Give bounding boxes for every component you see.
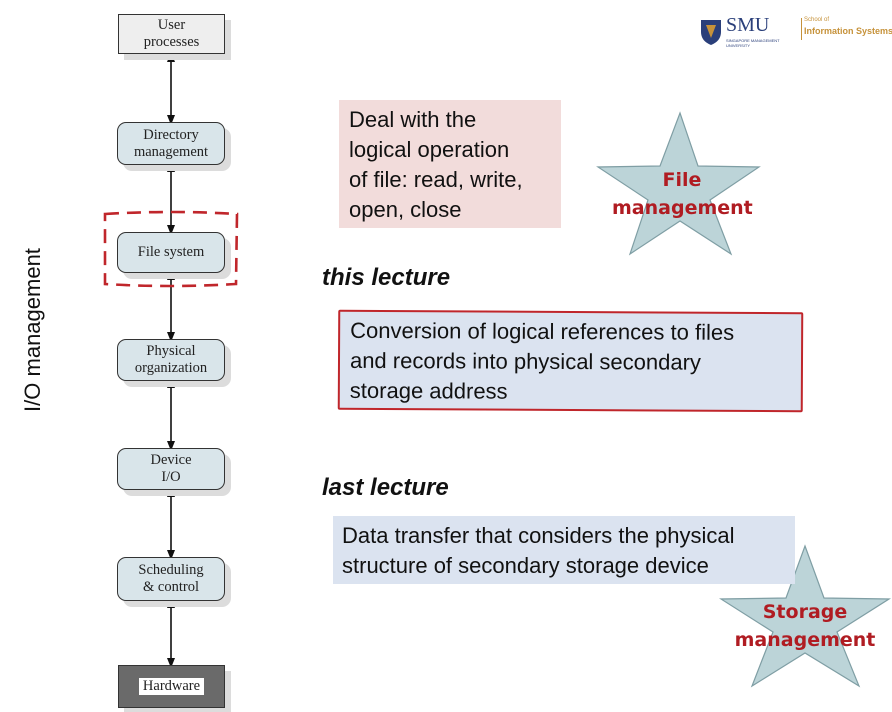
- storage-management-star-label: Storage management: [734, 598, 876, 654]
- layer-label-line: Scheduling: [138, 562, 204, 578]
- text-line: storage address: [349, 377, 508, 404]
- star-label-line: Storage: [762, 601, 848, 623]
- file-system-highlight: [103, 210, 239, 288]
- logo-school-small: School of: [804, 17, 830, 23]
- layer-scheduling-control: Scheduling& control: [117, 557, 225, 601]
- smu-subtitle: SINGAPORE MANAGEMENT UNIVERSITY: [726, 38, 780, 48]
- star-label-line: File: [662, 169, 702, 191]
- smu-wordmark: SMU: [726, 14, 770, 36]
- smu-crest-icon: [701, 20, 721, 45]
- this-lecture-description: Conversion of logical references to file…: [337, 309, 804, 413]
- this-lecture-heading: this lecture: [322, 264, 451, 291]
- storage-management-star: [718, 544, 892, 688]
- file-management-star: [596, 111, 761, 256]
- last-lecture-description: Data transfer that considers the physica…: [333, 516, 795, 584]
- logo-divider: [801, 18, 802, 40]
- text-line: of file: read, write,: [349, 167, 523, 192]
- text-line: Deal with the: [349, 107, 477, 132]
- layer-label-line: Directory: [143, 126, 199, 143]
- layer-label-line: Physical: [146, 343, 196, 359]
- text-line: and records into physical secondary: [349, 347, 702, 375]
- layer-label-line: & control: [143, 579, 199, 595]
- logo-school: Information Systems: [804, 26, 892, 36]
- layer-label-line: Hardware: [138, 678, 205, 695]
- file-management-description: Deal with the logical operation of file:…: [339, 100, 561, 228]
- smu-logo: SMU SINGAPORE MANAGEMENT UNIVERSITY Scho…: [698, 14, 892, 50]
- layer-label-line: processes: [143, 34, 200, 50]
- layer-label-line: management: [133, 143, 209, 160]
- layer-label-line: organization: [134, 360, 208, 376]
- text-line: structure of secondary storage device: [342, 553, 709, 578]
- last-lecture-heading: last lecture: [322, 474, 449, 501]
- file-management-star-label: File management: [612, 166, 753, 222]
- layer-label-line: File system: [137, 244, 205, 260]
- text-line: open, close: [349, 197, 462, 222]
- layer-label-line: User: [157, 17, 186, 33]
- layer-label-line: I/O: [161, 469, 181, 485]
- layer-hardware: Hardware: [118, 665, 225, 708]
- star-label-line: management: [612, 197, 753, 219]
- text-line: Data transfer that considers the physica…: [342, 523, 735, 548]
- layer-label-line: Device: [150, 452, 192, 468]
- text-line: logical operation: [349, 137, 510, 162]
- text-line: Conversion of logical references to file…: [350, 317, 735, 345]
- star-label-line: management: [734, 629, 876, 651]
- layer-file-system: File system: [117, 232, 225, 273]
